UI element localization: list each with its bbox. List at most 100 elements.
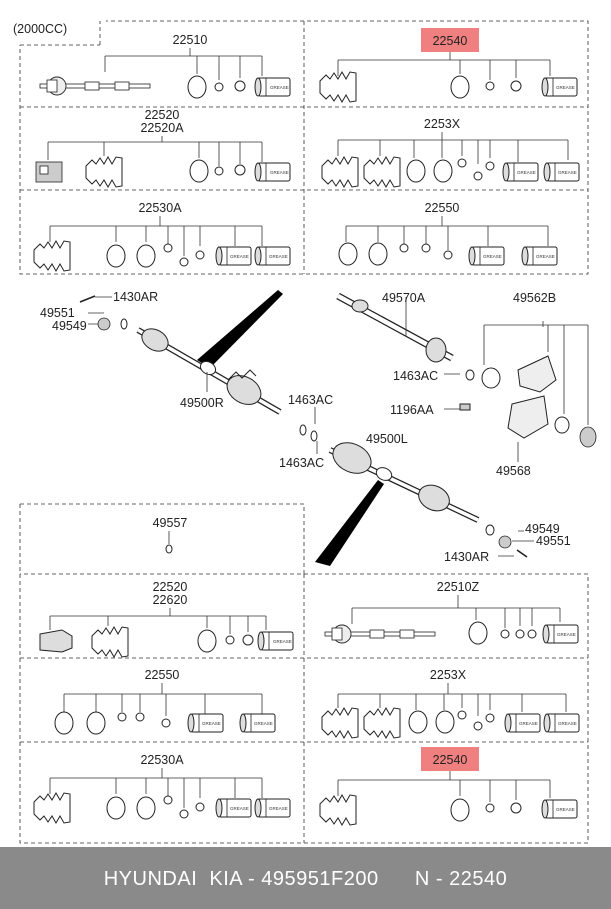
clip-icon bbox=[500, 629, 510, 639]
clip-icon bbox=[135, 712, 145, 722]
ring-icon bbox=[408, 710, 428, 734]
grease-label: GREASE bbox=[558, 721, 577, 726]
highlight-22540 bbox=[421, 28, 479, 52]
part-number-22550[interactable]: 22550 bbox=[425, 201, 460, 215]
grease-label: GREASE bbox=[269, 254, 288, 259]
clip-icon bbox=[163, 795, 173, 805]
bearing-icon bbox=[579, 426, 597, 448]
panel-22520-22620: 22520 22620 GREASE bbox=[39, 580, 294, 658]
clip-icon bbox=[485, 161, 495, 171]
clip-icon bbox=[527, 629, 537, 639]
section-wedge-bottom bbox=[315, 480, 384, 566]
clip-icon bbox=[457, 158, 467, 168]
bearing-icon bbox=[481, 367, 501, 389]
callout-49568[interactable]: 49568 bbox=[496, 464, 531, 478]
callout-1196aa[interactable]: 1196AA bbox=[390, 403, 434, 417]
panel-22520: 22520 22520A GREASE bbox=[35, 108, 291, 188]
ring-icon bbox=[86, 711, 106, 735]
grease-label: GREASE bbox=[556, 807, 575, 812]
clip-icon bbox=[234, 80, 246, 92]
callout-49551-top[interactable]: 49551 bbox=[40, 306, 75, 320]
part-number-2253x-bottom[interactable]: 2253X bbox=[430, 668, 467, 682]
bracket-49562b bbox=[481, 321, 597, 448]
grease-label: GREASE bbox=[254, 721, 273, 726]
ring-icon bbox=[136, 796, 156, 820]
part-number-22550-bottom[interactable]: 22550 bbox=[145, 668, 180, 682]
footer-part-info: HYUNDAI KIA - 495951F200 N - 22540 bbox=[103, 868, 508, 890]
part-number-22540-bottom[interactable]: 22540 bbox=[433, 753, 468, 767]
drive-shaft-icon bbox=[324, 624, 436, 644]
ring-icon bbox=[468, 621, 488, 645]
part-number-2253x[interactable]: 2253X bbox=[424, 117, 461, 131]
panel-22530a-bottom: 22530A GREASE GREASE bbox=[33, 753, 291, 824]
callout-49551-bottom[interactable]: 49551 bbox=[536, 534, 571, 548]
nut-icon bbox=[498, 535, 512, 549]
grease-label: GREASE bbox=[269, 806, 288, 811]
clip-icon bbox=[515, 629, 525, 639]
assembly-view: 1430AR 49551 49549 49500R 49570A 49562B … bbox=[40, 290, 597, 566]
grease-label: GREASE bbox=[536, 254, 555, 259]
ring-icon bbox=[338, 242, 358, 266]
callout-49562b[interactable]: 49562B bbox=[513, 291, 556, 305]
panel-22540-bottom: 22540 GREASE bbox=[319, 747, 578, 826]
callout-49549-top[interactable]: 49549 bbox=[52, 319, 87, 333]
ring-icon bbox=[54, 711, 74, 735]
grease-label: GREASE bbox=[202, 721, 221, 726]
callout-1430ar-top[interactable]: 1430AR bbox=[113, 290, 158, 304]
clip-icon bbox=[399, 243, 409, 253]
boot-icon bbox=[321, 156, 359, 188]
clip-icon bbox=[443, 250, 453, 260]
part-number-22520-bottom[interactable]: 22520 bbox=[153, 580, 188, 594]
boot-icon bbox=[33, 792, 71, 824]
grease-label: GREASE bbox=[558, 170, 577, 175]
clip-icon bbox=[421, 243, 431, 253]
clip-icon bbox=[242, 634, 254, 646]
part-number-22530a-bottom[interactable]: 22530A bbox=[140, 753, 184, 767]
clip-icon bbox=[510, 80, 522, 92]
callout-1463ac-right[interactable]: 1463AC bbox=[393, 369, 438, 383]
drive-shaft-49500r bbox=[136, 327, 282, 415]
clip-icon bbox=[117, 712, 127, 722]
ring-icon bbox=[197, 629, 217, 653]
cotter-pin-icon bbox=[516, 549, 528, 558]
part-number-22540[interactable]: 22540 bbox=[433, 34, 468, 48]
clip-icon bbox=[457, 710, 467, 720]
clip-icon bbox=[214, 166, 224, 176]
part-number-22520[interactable]: 22520 bbox=[145, 108, 180, 122]
boot-icon bbox=[91, 626, 129, 658]
boot-icon bbox=[321, 707, 359, 739]
callout-1463ac-bottom[interactable]: 1463AC bbox=[279, 456, 324, 470]
part-number-22620[interactable]: 22620 bbox=[153, 593, 188, 607]
grease-label: GREASE bbox=[557, 632, 576, 637]
grease-label: GREASE bbox=[230, 806, 249, 811]
callout-1430ar-bottom[interactable]: 1430AR bbox=[444, 550, 489, 564]
top-parts-grid: (2000CC) 22510 GREASE 22540 GREASE 2 bbox=[6, 15, 589, 275]
grease-label: GREASE bbox=[270, 85, 289, 90]
boot-icon bbox=[363, 156, 401, 188]
clip-icon bbox=[485, 803, 495, 813]
clip-icon bbox=[195, 802, 205, 812]
callout-49500r[interactable]: 49500R bbox=[180, 396, 224, 410]
panel-2253x: 2253X GREASE GREASE bbox=[321, 117, 580, 188]
plug-icon bbox=[165, 544, 173, 554]
variant-label: (2000CC) bbox=[13, 22, 67, 36]
callout-49570a[interactable]: 49570A bbox=[382, 291, 426, 305]
ring-icon bbox=[450, 798, 470, 822]
part-number-22530a[interactable]: 22530A bbox=[138, 201, 182, 215]
callout-49500l[interactable]: 49500L bbox=[366, 432, 408, 446]
ring-icon bbox=[106, 244, 126, 268]
part-number-22510[interactable]: 22510 bbox=[173, 33, 208, 47]
clip-icon bbox=[195, 250, 205, 260]
part-number-22520a[interactable]: 22520A bbox=[140, 121, 184, 135]
part-number-49557[interactable]: 49557 bbox=[153, 516, 188, 530]
callout-1463ac-top[interactable]: 1463AC bbox=[288, 393, 333, 407]
clip-icon bbox=[465, 369, 475, 381]
part-number-22510z[interactable]: 22510Z bbox=[437, 580, 480, 594]
ring-icon bbox=[554, 416, 570, 434]
ring-icon bbox=[189, 159, 209, 183]
panel-22550-bottom: 22550 GREASE GREASE bbox=[54, 668, 276, 735]
boot-icon bbox=[33, 240, 71, 272]
clip-icon bbox=[179, 809, 189, 819]
joint-housing-icon bbox=[39, 629, 73, 653]
callout-49549-bottom[interactable]: 49549 bbox=[525, 522, 560, 536]
